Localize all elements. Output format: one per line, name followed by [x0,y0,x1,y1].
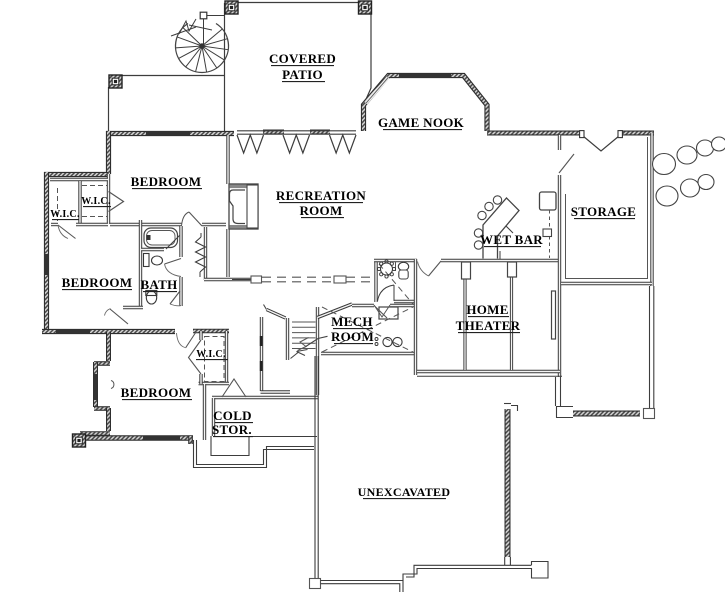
svg-text:MECH: MECH [331,314,373,329]
svg-text:W.I.C.: W.I.C. [50,209,80,220]
svg-text:ROOM: ROOM [331,329,374,344]
svg-text:WET BAR: WET BAR [480,232,543,247]
svg-text:STOR.: STOR. [212,422,252,437]
svg-text:UNEXCAVATED: UNEXCAVATED [358,485,451,499]
svg-text:ROOM: ROOM [299,203,342,218]
svg-text:GAME NOOK: GAME NOOK [378,115,465,130]
svg-text:W.I.C.: W.I.C. [81,196,111,207]
svg-text:STORAGE: STORAGE [571,204,636,219]
svg-text:BEDROOM: BEDROOM [62,275,133,290]
svg-text:RECREATION: RECREATION [276,188,366,203]
svg-text:COLD: COLD [213,408,252,423]
svg-text:W.I.C.: W.I.C. [196,349,226,360]
svg-text:PATIO: PATIO [282,67,323,82]
svg-text:BEDROOM: BEDROOM [121,385,192,400]
svg-text:BEDROOM: BEDROOM [131,174,202,189]
svg-text:HOME: HOME [466,302,508,317]
svg-text:THEATER: THEATER [456,318,521,333]
svg-text:COVERED: COVERED [269,51,336,66]
svg-text:BATH: BATH [140,277,177,292]
